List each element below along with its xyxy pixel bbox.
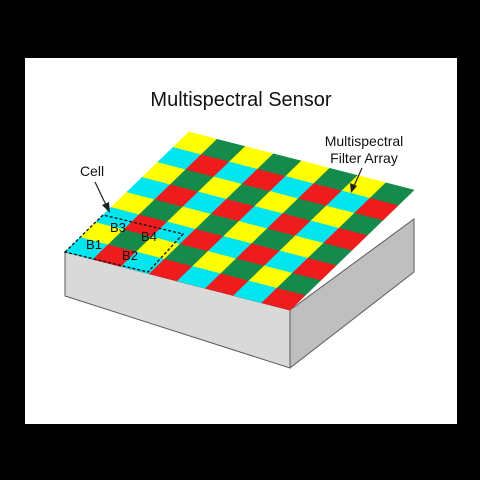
cell-label: Cell <box>80 163 104 179</box>
filter-array-label-line2: Filter Array <box>330 150 398 166</box>
filter-array-grid <box>64 131 415 311</box>
cell-pointer-arrow <box>94 181 110 213</box>
band-label-b4: B4 <box>141 229 157 244</box>
band-label-b3: B3 <box>110 220 126 235</box>
sensor-front-face <box>289 218 415 370</box>
filter-tile-b4 <box>369 182 415 206</box>
sensor-body <box>64 218 415 370</box>
filter-array-pointer-arrow <box>350 167 363 193</box>
cell-outline <box>63 214 185 273</box>
band-label-b1: B1 <box>86 237 102 252</box>
band-label-b2: B2 <box>122 248 138 263</box>
filter-array-label-line1: Multispectral <box>325 133 404 149</box>
diagram-title: Multispectral Sensor <box>150 89 332 111</box>
